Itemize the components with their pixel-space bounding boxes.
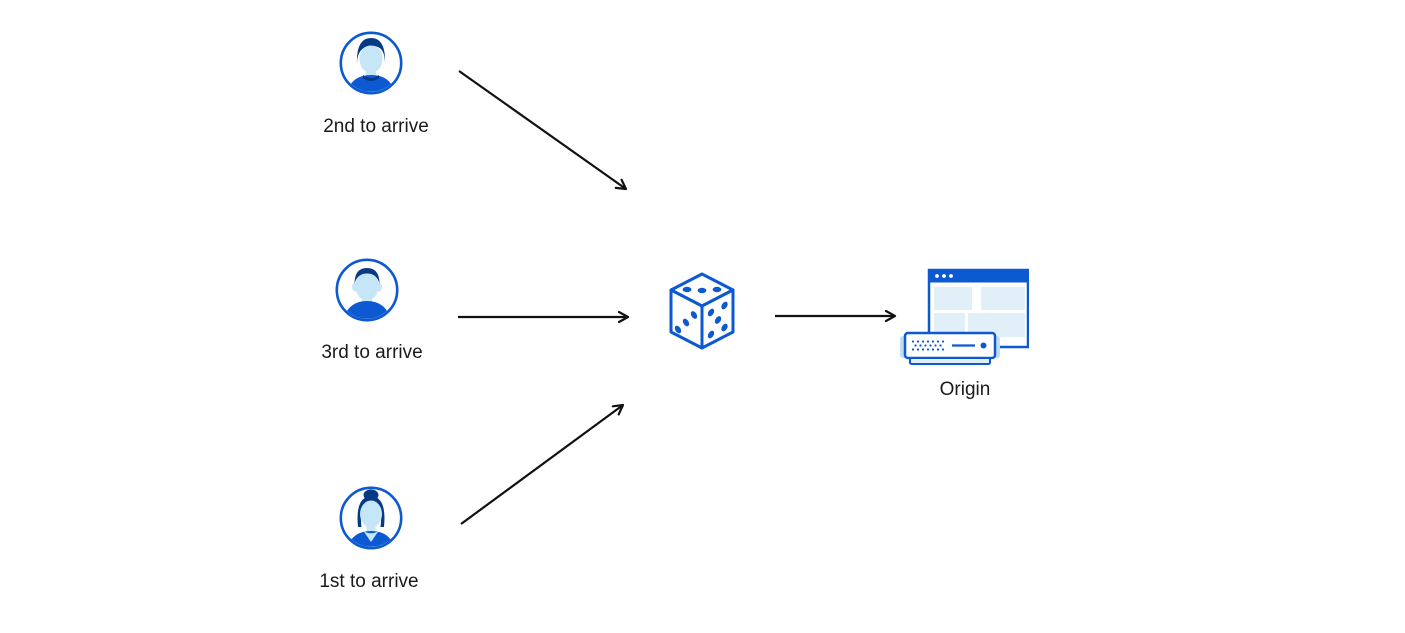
dice-icon (669, 272, 735, 350)
arrow-user2-to-dice (458, 70, 626, 189)
node-label-user-3rd: 3rd to arrive (321, 342, 423, 363)
origin-server-icon (900, 268, 1029, 365)
node-user-1st (338, 485, 404, 551)
node-dice (666, 269, 738, 353)
user-avatar-icon (339, 31, 403, 95)
user-avatar-icon (335, 258, 399, 322)
node-user-3rd (334, 257, 400, 323)
node-label-user-1st: 1st to arrive (319, 571, 419, 592)
user-avatar-icon (339, 486, 403, 550)
node-origin (897, 258, 1029, 366)
node-label-user-2nd: 2nd to arrive (323, 116, 429, 137)
arrow-user1-to-dice (460, 405, 623, 525)
node-user-2nd (338, 30, 404, 96)
node-label-origin: Origin (939, 379, 991, 400)
